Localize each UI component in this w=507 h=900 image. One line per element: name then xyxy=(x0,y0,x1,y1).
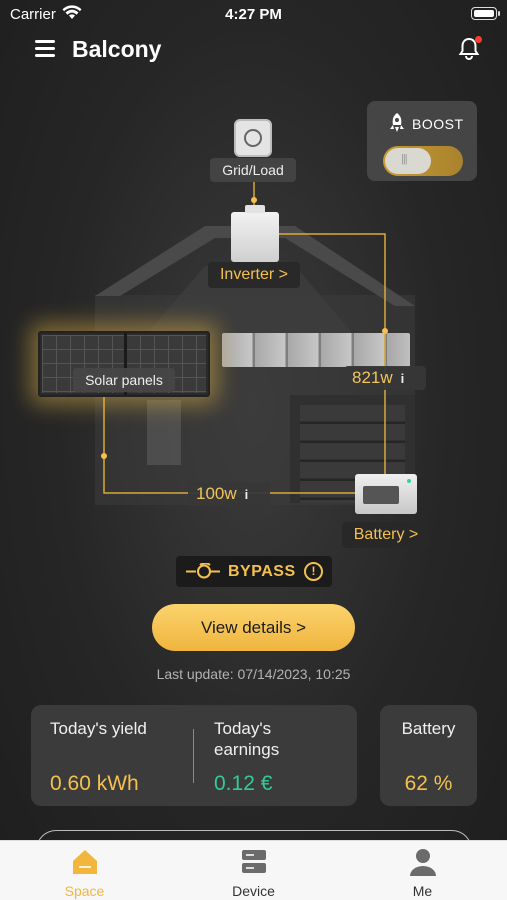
page-title: Balcony xyxy=(72,36,162,62)
bypass-icon xyxy=(186,563,220,579)
notification-bell-icon[interactable] xyxy=(456,36,482,62)
yield-value: 0.60 kWh xyxy=(50,772,139,795)
tab-me[interactable]: Me xyxy=(338,841,507,900)
person-icon xyxy=(410,849,436,876)
info-icon[interactable]: i xyxy=(244,487,249,502)
tab-device[interactable]: Device xyxy=(169,841,338,900)
wifi-icon xyxy=(62,5,82,19)
today-stats-card: Today's yield 0.60 kWh Today's earnings … xyxy=(31,705,357,806)
battery-status-icon xyxy=(471,7,500,20)
house-pillar xyxy=(147,400,181,465)
clock: 4:27 PM xyxy=(225,6,282,23)
toggle-knob[interactable] xyxy=(385,148,431,174)
status-bar: Carrier 4:27 PM xyxy=(0,0,507,30)
roof-solar-strip xyxy=(222,333,410,367)
house-roof xyxy=(95,226,415,336)
notification-badge xyxy=(475,36,482,43)
bypass-status[interactable]: BYPASS ! xyxy=(176,556,332,587)
bypass-label: BYPASS xyxy=(228,563,296,580)
tab-space[interactable]: Space xyxy=(0,841,169,900)
last-update-text: Last update: 07/14/2023, 10:25 xyxy=(156,666,351,682)
tab-label: Me xyxy=(412,883,433,899)
battery-card-value: 62 % xyxy=(404,772,453,795)
info-icon[interactable]: i xyxy=(400,371,405,386)
inverter-link[interactable]: Inverter > xyxy=(208,262,300,288)
yield-label: Today's yield xyxy=(50,719,147,738)
battery-link[interactable]: Battery > xyxy=(342,522,430,548)
tab-label: Device xyxy=(232,883,275,899)
solar-panels-icon xyxy=(38,331,210,397)
view-details-button[interactable]: View details > xyxy=(152,604,355,651)
inverter-icon[interactable] xyxy=(231,205,279,262)
carrier-label: Carrier xyxy=(10,6,56,23)
battery-card-label: Battery xyxy=(401,719,456,738)
grid-socket-icon xyxy=(234,119,272,157)
flow-lines xyxy=(101,182,388,494)
grid-load-label: Grid/Load xyxy=(210,158,296,182)
power-value: 821w xyxy=(352,368,393,387)
power-value: 100w xyxy=(196,484,237,503)
tab-bar: Space Device Me xyxy=(0,840,507,900)
home-icon xyxy=(73,850,97,874)
divider xyxy=(193,729,194,783)
boost-toggle[interactable] xyxy=(383,146,463,176)
menu-icon[interactable] xyxy=(35,40,55,58)
battery-device-icon[interactable] xyxy=(355,474,417,514)
earnings-label: Today's earnings xyxy=(214,719,280,759)
boost-card: BOOST xyxy=(367,101,477,181)
boost-label: BOOST xyxy=(412,116,464,132)
device-icon xyxy=(242,850,266,873)
power-readout-upper: 821w i xyxy=(344,366,426,390)
power-readout-lower: 100w i xyxy=(188,482,270,506)
tab-label: Space xyxy=(64,883,105,899)
solar-panels-label: Solar panels xyxy=(73,368,175,392)
alert-icon[interactable]: ! xyxy=(304,562,323,581)
battery-card[interactable]: Battery 62 % xyxy=(380,705,477,806)
earnings-value: 0.12 € xyxy=(214,772,273,795)
rocket-icon xyxy=(390,113,404,132)
